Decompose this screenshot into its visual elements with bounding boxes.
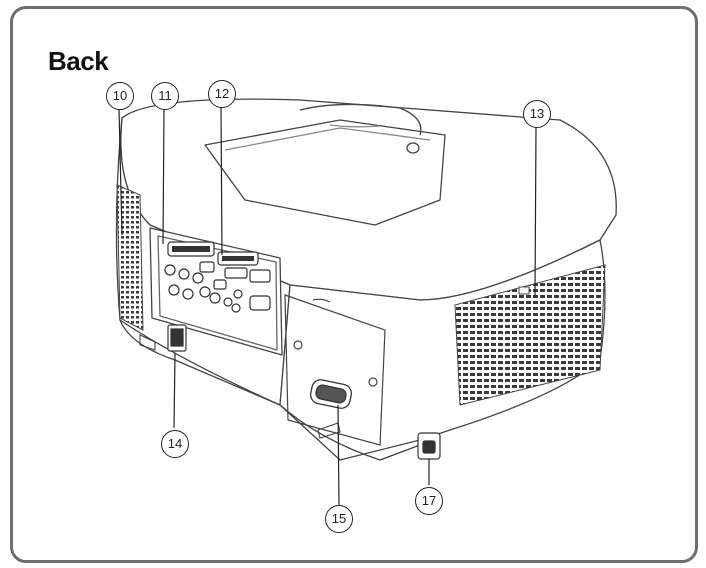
callout-17: 17 [415, 487, 443, 515]
handle-panel [284, 294, 386, 446]
callout-13: 13 [523, 100, 551, 128]
callout-12: 12 [208, 80, 236, 108]
callout-14: 14 [161, 430, 189, 458]
callout-10: 10 [106, 82, 134, 110]
figure-title: Back [48, 46, 109, 76]
lamp-cover [204, 119, 446, 226]
exhaust-grille [454, 264, 606, 406]
callout-11: 11 [151, 82, 179, 110]
side-air-vent [116, 184, 144, 331]
callout-15: 15 [325, 505, 353, 533]
